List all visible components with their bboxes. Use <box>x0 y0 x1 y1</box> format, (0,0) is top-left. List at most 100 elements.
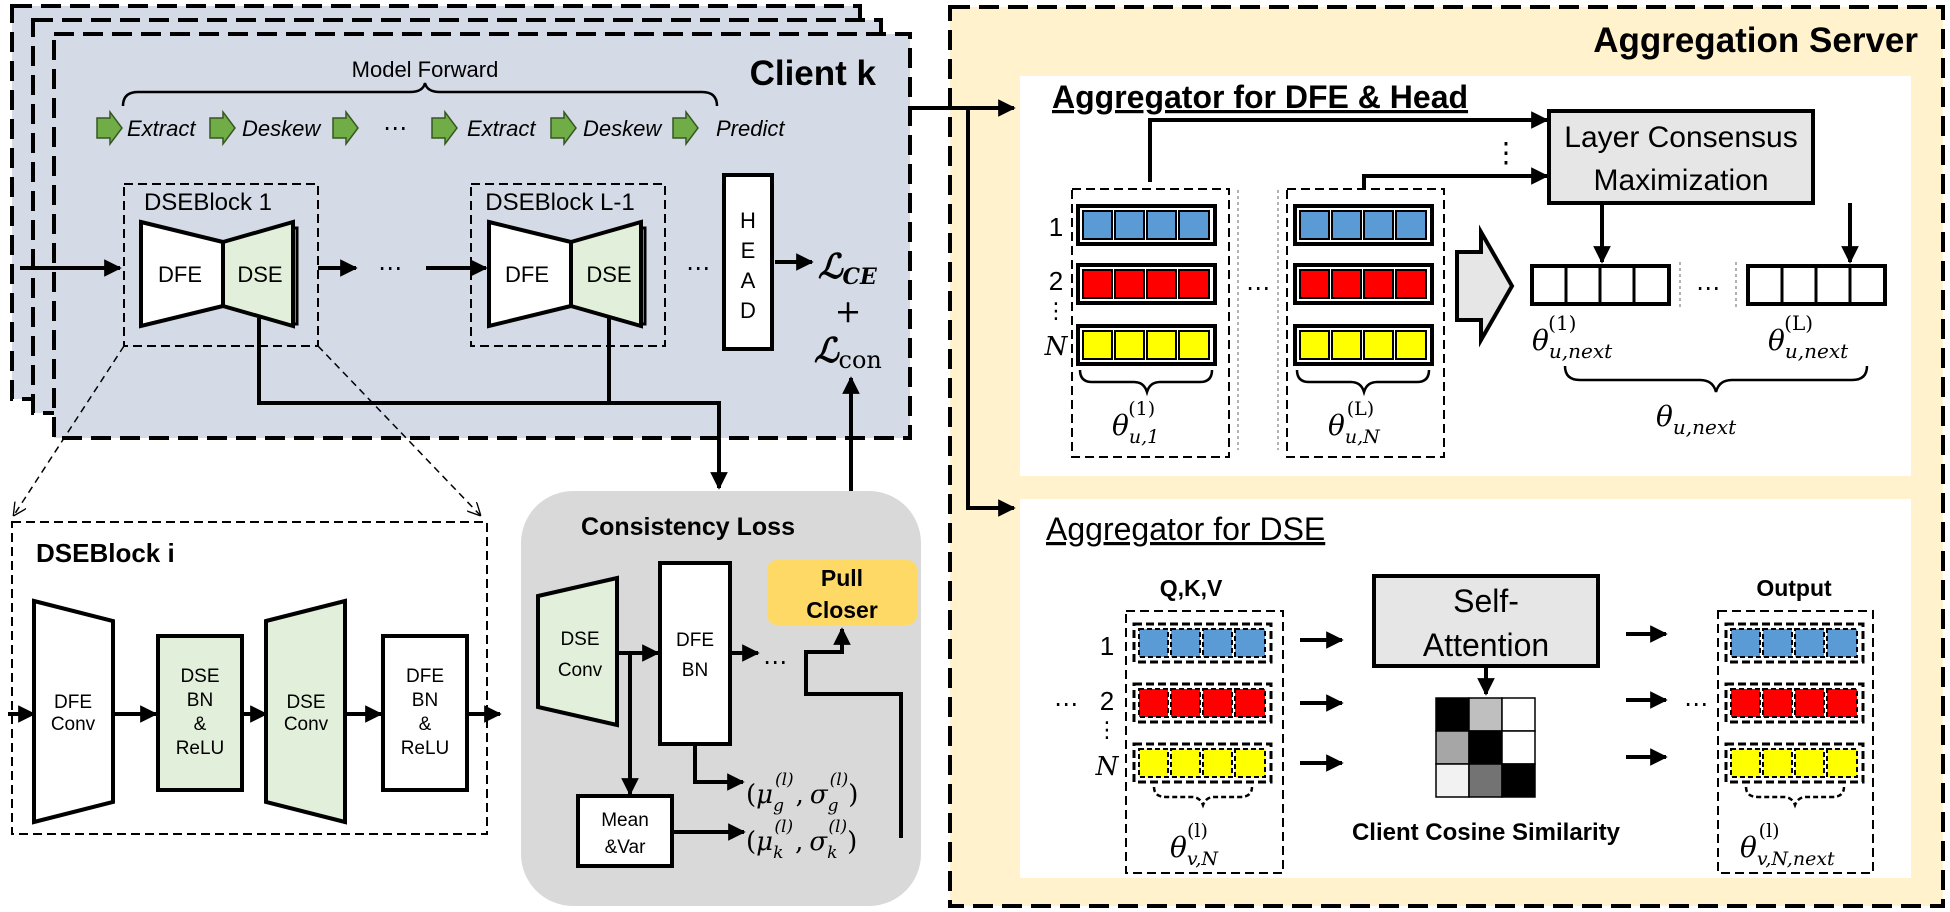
dfe-conv-label: Conv <box>51 714 96 735</box>
vector-cell <box>1138 688 1169 718</box>
agg-dfe-title: Aggregator for DFE & Head <box>1052 79 1468 115</box>
aggregate-arrow-icon <box>1455 224 1515 348</box>
theta-next: θu,next <box>1656 400 1737 439</box>
theta-un-sub: u,N <box>1345 426 1381 448</box>
head-letter: A <box>741 268 756 293</box>
aggregator-dfe-head: Aggregator for DFE & Head Layer Consensu… <box>1020 76 1911 476</box>
vector-cell <box>1331 210 1362 240</box>
row-label-2: 2 <box>1049 266 1063 296</box>
vector-cell <box>1363 210 1394 240</box>
model-forward-label: Model Forward <box>352 57 499 82</box>
theta-next-l-sup: (L) <box>1784 311 1813 335</box>
local-stats-sup: (l) <box>828 817 847 837</box>
local-stats-sub: k <box>827 843 837 863</box>
head-letter: E <box>741 238 756 263</box>
cosine-label: Client Cosine Similarity <box>1352 819 1621 846</box>
dfe-bn-label: DFE <box>406 666 444 687</box>
zoom-line <box>14 345 125 515</box>
dse-bn-relu-box <box>156 634 244 792</box>
group-n-brace <box>1295 369 1431 397</box>
theta-vn-sup: (l) <box>1187 820 1208 842</box>
loss-ce-sub: CE <box>843 264 879 290</box>
vector-cell <box>1730 688 1761 718</box>
output-label: Output <box>1756 575 1832 601</box>
mean-var-label: &Var <box>605 837 647 858</box>
theta-next-sub: u,next <box>1673 415 1737 439</box>
flow-ellipsis: ⋯ <box>378 255 402 282</box>
similarity-matrix <box>1435 697 1536 798</box>
vector-cell <box>1730 628 1761 658</box>
vector-cell <box>1794 748 1825 778</box>
step-arrow-icon <box>672 109 699 147</box>
similarity-cell <box>1501 763 1536 798</box>
dseblock-i: DSEBlock i DFE Conv DSE BN & ReLU DSE Co… <box>8 521 502 835</box>
dseblock-l-1-title: DSEBlock L-1 <box>485 189 634 216</box>
theta-vn-next-sup: (l) <box>1759 820 1780 842</box>
output-vector-yellow <box>1724 742 1865 784</box>
vector-cell <box>1178 330 1210 360</box>
vector-cell <box>1170 688 1201 718</box>
dfe-bn-label: & <box>419 714 432 735</box>
step-arrow-icon <box>431 109 458 147</box>
similarity-cell <box>1501 697 1536 732</box>
vector-cell <box>1146 210 1177 240</box>
vector-cell <box>1826 628 1858 658</box>
vector-cell <box>1202 748 1233 778</box>
lcm-box <box>1547 109 1815 205</box>
step-arrow-icon <box>96 109 123 147</box>
cl-dfe-bn-box <box>658 561 732 746</box>
theta-u1-sub: u,1 <box>1129 426 1159 448</box>
local-stats-mu: μ <box>756 827 773 857</box>
step-arrow-icon <box>209 109 236 147</box>
vector-cell <box>1082 210 1113 240</box>
local-stats-close: ) <box>847 827 857 857</box>
row-vdots: ⋮ <box>1045 298 1067 323</box>
consistency-loss: Consistency Loss DSE Conv DFE BN ⋯ Pull … <box>521 491 921 906</box>
pull-closer-box <box>767 560 917 625</box>
next-vector-1 <box>1530 264 1671 306</box>
local-stats-sub: k <box>773 843 783 863</box>
next-ellipsis: ⋯ <box>1696 275 1720 302</box>
qkv-vector-blue <box>1132 622 1273 664</box>
dse-row-vdots: ⋮ <box>1096 717 1118 742</box>
theta-next-1-sup: (1) <box>1548 311 1576 335</box>
cl-dse-conv-label: DSE <box>560 629 599 650</box>
self-attention-box <box>1372 574 1600 668</box>
vector-cell <box>1114 210 1145 240</box>
vector-cell <box>1299 330 1330 360</box>
vector-cell <box>1114 330 1145 360</box>
lcm-label: Maximization <box>1593 164 1768 197</box>
global-stats-comma: , <box>796 780 804 810</box>
vector-cell <box>1202 688 1233 718</box>
vector-cell <box>1178 210 1210 240</box>
step-label: Deskew <box>583 116 663 141</box>
similarity-cell <box>1435 730 1470 765</box>
similarity-cell <box>1468 730 1503 765</box>
theta-vn-next-sub: v,N,next <box>1757 848 1835 870</box>
dse-conv-label: DSE <box>286 692 325 713</box>
theta-un: θu,N(L) <box>1328 398 1381 448</box>
dfe-bn-label: BN <box>412 690 438 711</box>
client-flow-arrows: ⋯ ⋯ <box>20 253 814 282</box>
global-stats: (μg(l),σg(l)) <box>746 770 858 816</box>
dse-row-label-1: 1 <box>1100 631 1114 661</box>
vector-cell <box>1762 628 1793 658</box>
output-vector-red <box>1724 682 1865 724</box>
lcm-vdots: ⋮ <box>1492 137 1520 168</box>
dfe-conv-label: DFE <box>54 692 92 713</box>
theta-vn-symbol: θ <box>1170 831 1187 864</box>
vector-cell <box>1138 628 1169 658</box>
vector-cell <box>1170 628 1201 658</box>
local-stats-comma: , <box>795 827 803 857</box>
theta-vn: θv,N(l) <box>1170 820 1219 870</box>
theta-next-l-symbol: θ <box>1768 324 1785 357</box>
qkv-vector-red <box>1132 682 1273 724</box>
step-label: Extract <box>467 116 536 141</box>
next-brace <box>1563 365 1869 393</box>
dseblock-1-frame <box>123 183 319 347</box>
global-stats-sup: (l) <box>830 770 849 790</box>
dse-bn-label: & <box>194 714 207 735</box>
global-stats-sigma: σ <box>810 780 829 810</box>
param-vector-yellow <box>1293 324 1434 366</box>
